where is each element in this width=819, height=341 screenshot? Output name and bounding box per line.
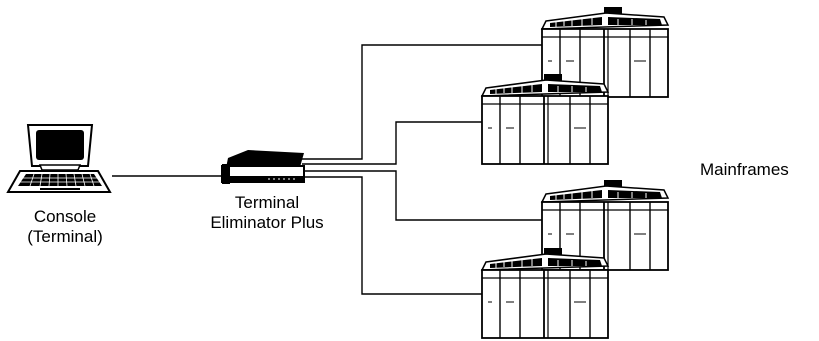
mainframes-label: Mainframes: [700, 160, 789, 179]
terminal-eliminator-label-line1: Terminal: [234, 193, 300, 212]
link-mainframe-1: [302, 44, 542, 160]
mainframe-2-icon: [481, 73, 609, 165]
terminal-eliminator-icon: [221, 150, 305, 184]
link-mainframe-4: [302, 176, 482, 295]
console-label-line1: Console: [33, 207, 97, 226]
terminal-eliminator-label-line2: Eliminator Plus: [210, 213, 324, 232]
console-label-line2: (Terminal): [27, 227, 103, 246]
terminal-eliminator-label: Terminal Eliminator Plus: [192, 193, 342, 233]
link-mainframe-2: [302, 121, 482, 165]
console-label: Console (Terminal): [14, 207, 116, 247]
mainframe-4-icon: [481, 247, 609, 339]
link-mainframe-3: [302, 170, 542, 221]
connection-lines: [112, 44, 542, 295]
console-terminal-icon: [6, 124, 112, 193]
